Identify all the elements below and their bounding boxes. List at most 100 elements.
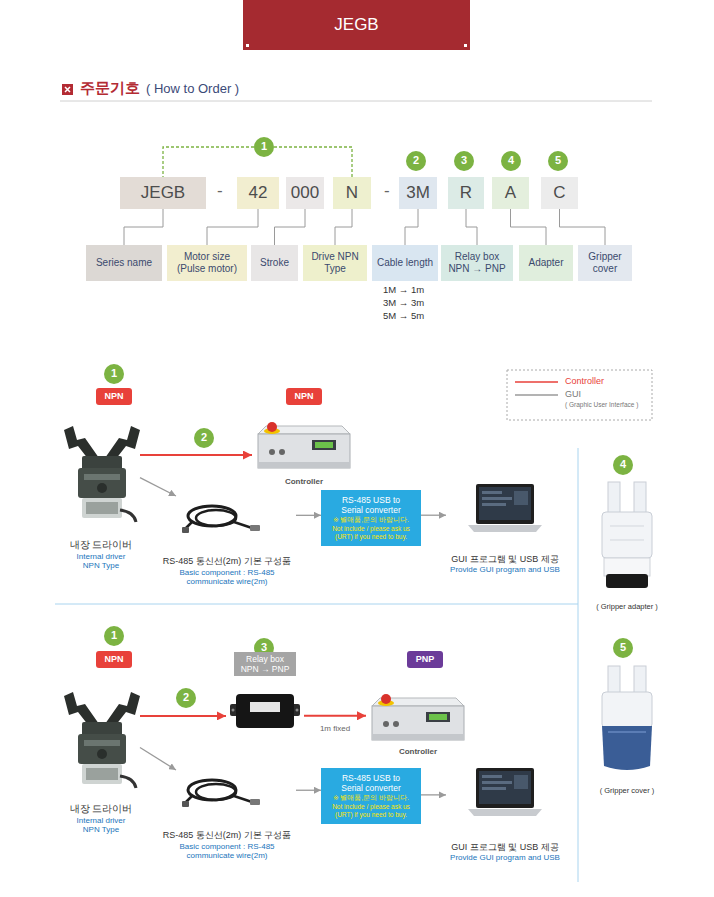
field-name-box: Motor size (Pulse motor) (167, 245, 247, 281)
order-code-box: N (333, 177, 371, 209)
page-title: JEGB (243, 15, 470, 35)
cable-option: 3M → 3m (383, 297, 424, 308)
connector (421, 794, 446, 795)
callout-number: 2 (183, 691, 189, 704)
field-name-box: Adapter (519, 245, 573, 281)
npn-badge: NPN (96, 651, 132, 668)
npn-badge: NPN (286, 388, 322, 405)
cable-figure: RS-485 통신선(2m) 기본 구성품Basic component : R… (158, 770, 296, 862)
field-name: Series name (96, 257, 152, 269)
connector (207, 209, 258, 245)
connector (140, 478, 176, 496)
converter-box: RS-485 USB to Serial converter※ 별매품,문의 바… (321, 490, 421, 546)
callout-number: 2 (201, 431, 207, 444)
callout-number: 1 (104, 626, 124, 646)
figure-caption-english: Provide GUI program and USB (450, 565, 560, 575)
connector (140, 715, 226, 717)
gripper-figure: 내장 드라이버Internal driver NPN Type (62, 412, 140, 572)
converter-title: RS-485 USB to Serial converter (331, 495, 411, 515)
callout-number: 2 (413, 154, 419, 167)
field-name-box: Gripper cover (578, 245, 632, 281)
field-name-box: Stroke (251, 245, 298, 281)
callout-number: 2 (176, 688, 196, 708)
legend-note: ( Graphic User Interface ) (565, 401, 638, 409)
legend-frame (507, 370, 652, 420)
figure-caption: 내장 드라이버 (70, 803, 133, 814)
figure-caption-english: Basic component : RS-485 communicate wir… (166, 842, 288, 861)
converter-note: ※ 별매품,문의 바랍니다. (333, 794, 409, 802)
figure-caption-english: Provide GUI program and USB (450, 853, 560, 863)
cable-illustration (182, 506, 260, 533)
field-name-box: Cable length (372, 245, 438, 281)
legend-entry: Controller (565, 376, 604, 387)
pnp-badge: PNP (407, 651, 443, 668)
section-heading: 주문기호 (80, 79, 140, 97)
section-separator (55, 604, 578, 605)
figure-caption: Controller (285, 477, 323, 487)
cable-illustration (182, 780, 260, 807)
order-code: R (460, 183, 472, 203)
figure-caption: RS-485 통신선(2m) 기본 구성품 (163, 830, 292, 841)
legend-line-gui (515, 394, 558, 396)
connector (140, 454, 252, 456)
connector (405, 209, 418, 245)
field-name: Drive NPN Type (306, 251, 364, 275)
callout-number: 4 (501, 151, 521, 171)
legend-text: GUI (565, 389, 581, 400)
order-code-box: 42 (237, 177, 279, 209)
controller-illustration (372, 694, 464, 740)
callout-number: 1 (254, 137, 274, 157)
gripper-illustration (64, 426, 140, 522)
converter-title: RS-485 USB to Serial converter (331, 773, 411, 793)
banner-dot (464, 44, 467, 47)
callout-number: 3 (461, 154, 467, 167)
connector (296, 515, 321, 516)
heading-rule (60, 101, 652, 102)
connector (421, 515, 446, 516)
badge-label: NPN (104, 654, 123, 665)
figure-caption: ( Gripper cover ) (600, 786, 655, 795)
banner-dot (246, 44, 249, 47)
callout-number: 5 (620, 641, 626, 654)
connector (124, 209, 163, 245)
gripper-cover-figure: ( Gripper cover ) (585, 662, 669, 796)
laptop-figure: GUI 프로그램 및 USB 제공Provide GUI program and… (446, 758, 564, 864)
connector-label: 1m fixed (318, 724, 352, 734)
title-banner (243, 0, 470, 50)
separator-dash: - (217, 181, 223, 201)
laptop-figure: GUI 프로그램 및 USB 제공Provide GUI program and… (446, 478, 564, 576)
section-separator (578, 448, 579, 882)
converter-note: ※ 별매품,문의 바랍니다. (333, 516, 409, 524)
relay-box-badge: Relay box NPN → PNP (234, 652, 296, 676)
callout-number: 5 (548, 151, 568, 171)
converter-note: Not include / please ask us (URT) if you… (325, 525, 417, 541)
field-name: Adapter (528, 257, 563, 269)
connector (466, 209, 477, 245)
badge-label: PNP (416, 654, 435, 665)
callout-number: 4 (620, 458, 626, 471)
field-name-box: Relay box NPN → PNP (441, 245, 513, 281)
connector (560, 209, 606, 245)
callout-number: 1 (261, 140, 267, 153)
order-code: JEGB (141, 183, 185, 203)
cable-figure: RS-485 통신선(2m) 기본 구성품Basic component : R… (158, 496, 296, 588)
connector (304, 715, 366, 717)
figure-caption: GUI 프로그램 및 USB 제공 (451, 554, 559, 565)
callout-number: 2 (406, 151, 426, 171)
order-code-box: 000 (286, 177, 324, 209)
relay-box-figure: Relay box NPN → PNP (226, 652, 304, 736)
heading-icon-mark (65, 87, 70, 92)
gripper-figure: 내장 드라이버Internal driver NPN Type (62, 678, 140, 836)
order-code: N (346, 183, 358, 203)
figure-caption: 내장 드라이버 (70, 539, 133, 550)
gripper-adapter-figure: ( Gripper adapter ) (585, 478, 669, 612)
callout-number: 1 (111, 629, 117, 642)
badge-label: NPN (294, 391, 313, 402)
heading-icon (62, 84, 73, 95)
cable-option: 5M → 5m (383, 310, 424, 321)
legend-line-controller (515, 381, 558, 383)
controller-figure: Controller (252, 416, 356, 488)
order-code-box: 3M (399, 177, 437, 209)
